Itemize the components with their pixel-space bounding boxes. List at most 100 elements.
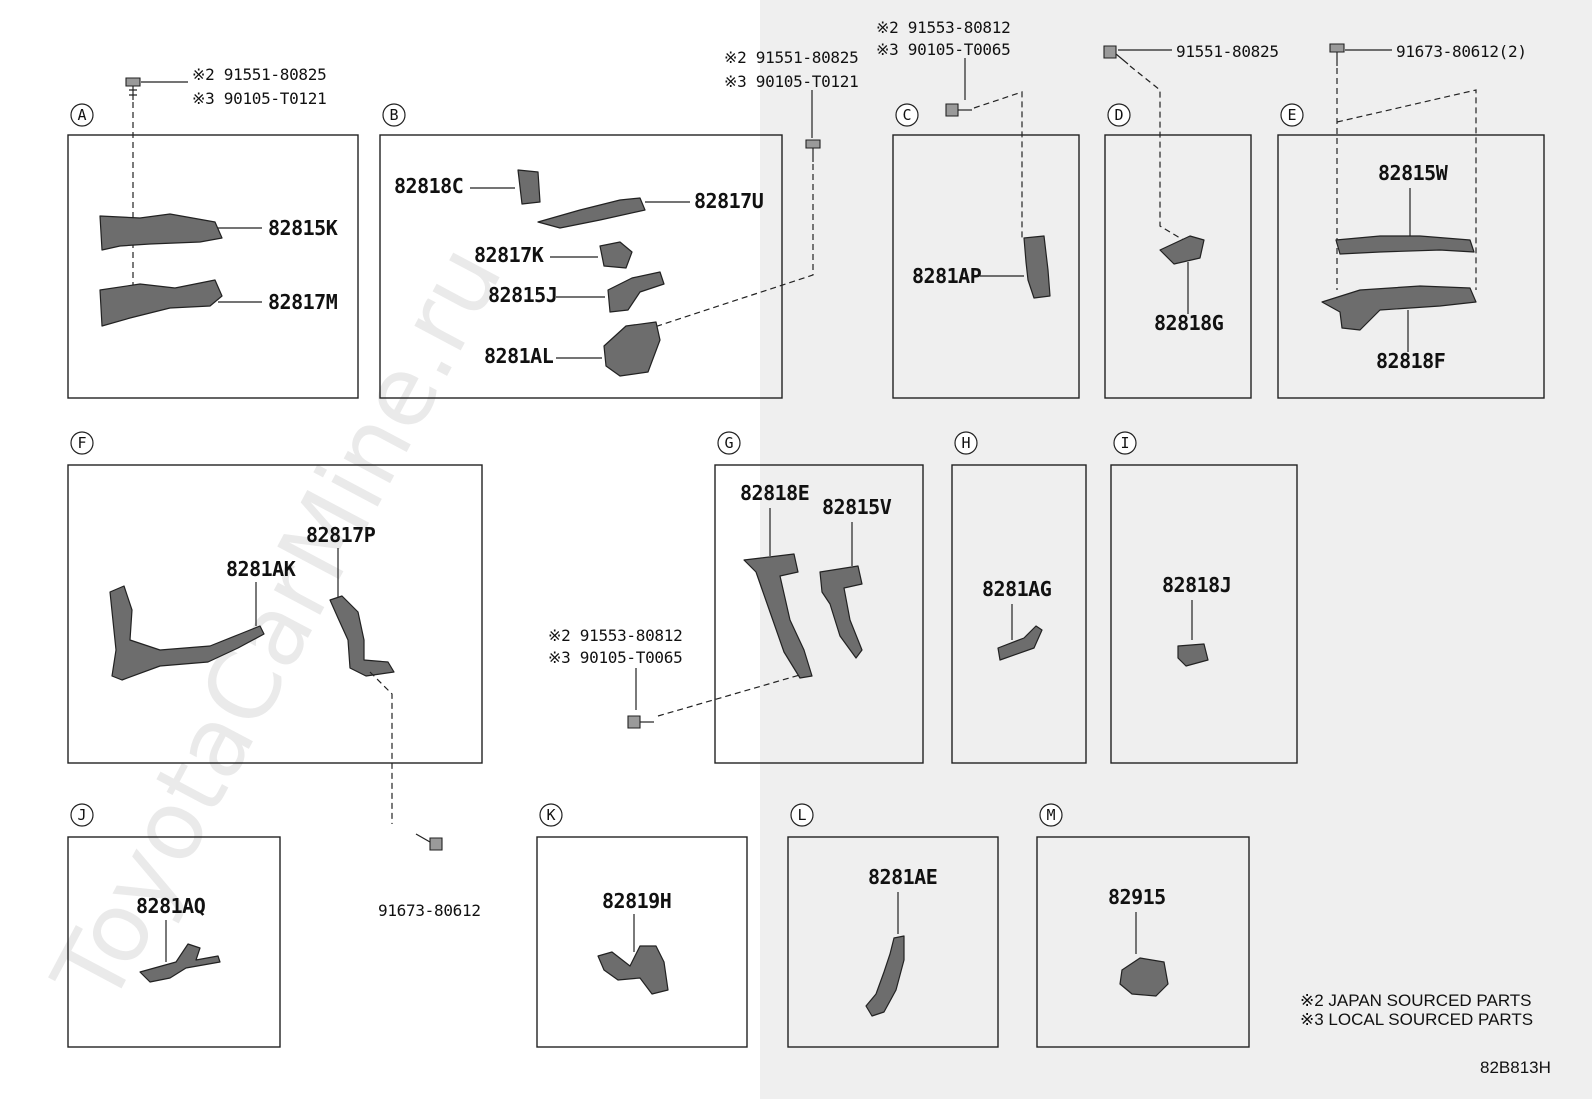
section-box [787,836,999,1048]
section-letter: B [389,106,398,124]
section-m: M 82915 [1036,803,1250,1048]
section-k: K 82819H [536,803,748,1048]
part-number: 82819H [602,889,671,913]
bolt-label: ※3 90105-T0121 [724,72,858,91]
bolt-icon [1103,45,1129,65]
part-shape [139,943,221,983]
section-letter: C [902,106,911,124]
part-shape [517,169,541,205]
section-b: B ※2 91551-80825 ※3 90105-T0121 82818C 8… [379,48,859,399]
section-box [1110,464,1298,764]
part-shape [603,321,661,377]
section-letter-circle [790,803,814,827]
section-letter: D [1114,106,1123,124]
section-letter-circle [895,103,919,127]
part-shape [1119,957,1169,997]
section-box [1277,134,1545,399]
section-h: H 8281AG [951,431,1087,764]
right-background-shade [760,0,1592,1099]
part-shape [997,625,1043,661]
section-letter: H [961,434,970,452]
bolt-icon [125,77,141,100]
part-number: 82815J [488,283,557,307]
bolt-icon [805,139,821,162]
part-number: 82818F [1376,349,1445,373]
part-number: 8281AL [484,344,554,368]
bolt-label: ※2 91551-80825 [192,65,326,84]
diagram-code: 82B813H [1480,1058,1551,1077]
part-shape [597,945,669,995]
bolt-label: 91551-80825 [1176,42,1279,61]
part-shape [109,585,265,681]
bolt-label: ※2 91553-80812 [548,626,682,645]
part-number: 82815V [822,495,892,519]
part-number: 82815W [1378,161,1449,185]
part-number: 82817U [694,189,763,213]
bolt-label: ※3 90105-T0065 [876,40,1010,59]
note-local-sourced: ※3 LOCAL SOURCED PARTS [1300,1010,1533,1029]
section-letter: F [77,434,86,452]
section-letter: L [797,806,806,824]
part-number: 8281AG [982,577,1052,601]
section-letter: M [1046,806,1055,824]
section-letter-circle [1107,103,1131,127]
part-number: 8281AK [226,557,296,581]
part-shape [599,241,633,269]
section-d: D 91551-80825 82818G [1103,42,1279,399]
section-box [67,134,359,399]
bolt-label: ※2 91551-80825 [724,48,858,67]
section-i: I 82818J [1110,431,1298,764]
part-shape [329,595,395,677]
note-japan-sourced: ※2 JAPAN SOURCED PARTS [1300,991,1532,1010]
section-box [714,464,924,764]
section-j: J 8281AQ [67,803,281,1048]
section-letter-circle [1280,103,1304,127]
section-box [67,464,483,764]
section-g: G ※2 91553-80812 ※3 90105-T0065 82818E 8… [548,431,924,764]
part-shape [99,279,223,327]
part-number: 82818G [1154,311,1224,335]
part-shape [99,213,223,251]
part-number: 8281AE [868,865,937,889]
part-shape [1159,235,1205,265]
section-letter-circle [717,431,741,455]
part-shape [819,565,863,659]
section-box [536,836,748,1048]
section-letter-circle [70,431,94,455]
part-shape [607,271,665,313]
bolt-label: ※3 90105-T0065 [548,648,682,667]
part-shape [1023,235,1051,299]
section-box [951,464,1087,764]
section-letter: J [77,806,86,824]
section-letter: G [724,434,733,452]
part-number: 82817K [474,243,544,267]
part-shape [1321,285,1477,331]
section-letter: K [546,806,555,824]
section-letter: A [77,106,86,124]
part-shape [1335,235,1475,255]
part-number: 8281AP [912,264,982,288]
section-letter: I [1120,434,1129,452]
section-f: F 8281AK 82817P 91673-80612 [67,431,483,920]
section-box [892,134,1080,399]
bolt-label: ※3 90105-T0121 [192,89,326,108]
bolt-label: 91673-80612 [378,901,481,920]
section-letter-circle [70,803,94,827]
part-number: 82915 [1108,885,1166,909]
section-letter-circle [539,803,563,827]
part-shape [1177,643,1209,667]
section-letter-circle [70,103,94,127]
section-letter-circle [1113,431,1137,455]
part-number: 82817M [268,290,338,314]
section-c: C ※2 91553-80812 ※3 90105-T0065 8281AP [876,18,1080,399]
section-box [1036,836,1250,1048]
part-number: 82815K [268,216,338,240]
bolt-label: ※2 91553-80812 [876,18,1010,37]
section-letter-circle [954,431,978,455]
section-box [67,836,281,1048]
part-shape [865,935,905,1017]
section-l: L 8281AE [787,803,999,1048]
section-e: E 91673-80612(2) 82815W 82818F [1277,42,1545,399]
part-number: 82818E [740,481,809,505]
